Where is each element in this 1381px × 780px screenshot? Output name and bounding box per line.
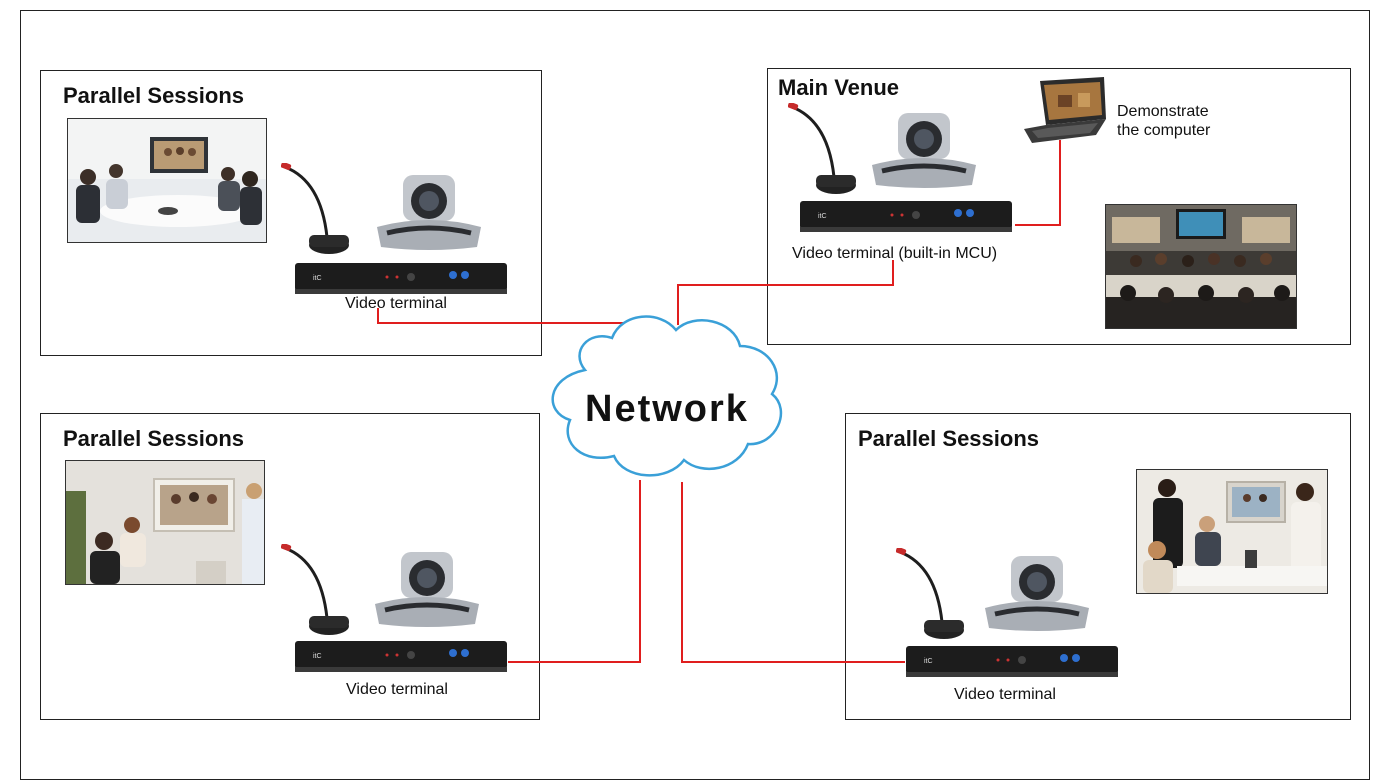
panel-title: Parallel Sessions — [63, 426, 244, 451]
panel-main-venue: Main Venue itC Video terminal (built-in … — [767, 68, 1351, 345]
video-terminal-box: itC — [906, 646, 1118, 683]
ptz-camera — [373, 171, 485, 256]
gooseneck-microphone — [895, 547, 966, 645]
laptop-computer-icon — [1024, 77, 1110, 148]
svg-text:itC: itC — [313, 275, 322, 282]
terminal-caption: Video terminal — [346, 681, 448, 698]
computer-caption-line1: Demonstrate — [1117, 103, 1209, 120]
gooseneck-microphone — [280, 543, 351, 641]
network-label: Network — [585, 388, 749, 430]
panel-title: Parallel Sessions — [63, 83, 244, 108]
ptz-camera — [868, 109, 980, 194]
svg-text:itC: itC — [313, 653, 322, 660]
panel-parallel-sessions-bottom-left: Parallel Sessions — [40, 413, 540, 720]
ptz-camera — [981, 552, 1093, 637]
ptz-camera — [371, 548, 483, 633]
svg-text:itC: itC — [924, 658, 933, 665]
meeting-room-photo — [67, 118, 267, 243]
video-terminal-box: itC — [800, 201, 1012, 238]
meeting-room-photo — [65, 460, 265, 585]
gooseneck-microphone — [280, 162, 351, 260]
gooseneck-microphone — [787, 102, 858, 200]
video-terminal-box: itC — [295, 641, 507, 678]
meeting-room-photo — [1136, 469, 1328, 594]
terminal-caption: Video terminal (built-in MCU) — [792, 245, 998, 262]
terminal-caption: Video terminal — [954, 686, 1056, 703]
video-terminal-box: itC — [295, 263, 507, 300]
panel-parallel-sessions-top-left: Parallel Sessions — [40, 70, 542, 356]
terminal-caption: Video terminal — [345, 295, 447, 312]
panel-parallel-sessions-bottom-right: Parallel Sessions — [845, 413, 1351, 720]
panel-title: Parallel Sessions — [858, 426, 1039, 451]
computer-caption-line2: the computer — [1117, 122, 1211, 139]
panel-title: Main Venue — [778, 75, 900, 100]
svg-text:itC: itC — [818, 213, 827, 220]
main-venue-conference-photo — [1105, 204, 1297, 329]
